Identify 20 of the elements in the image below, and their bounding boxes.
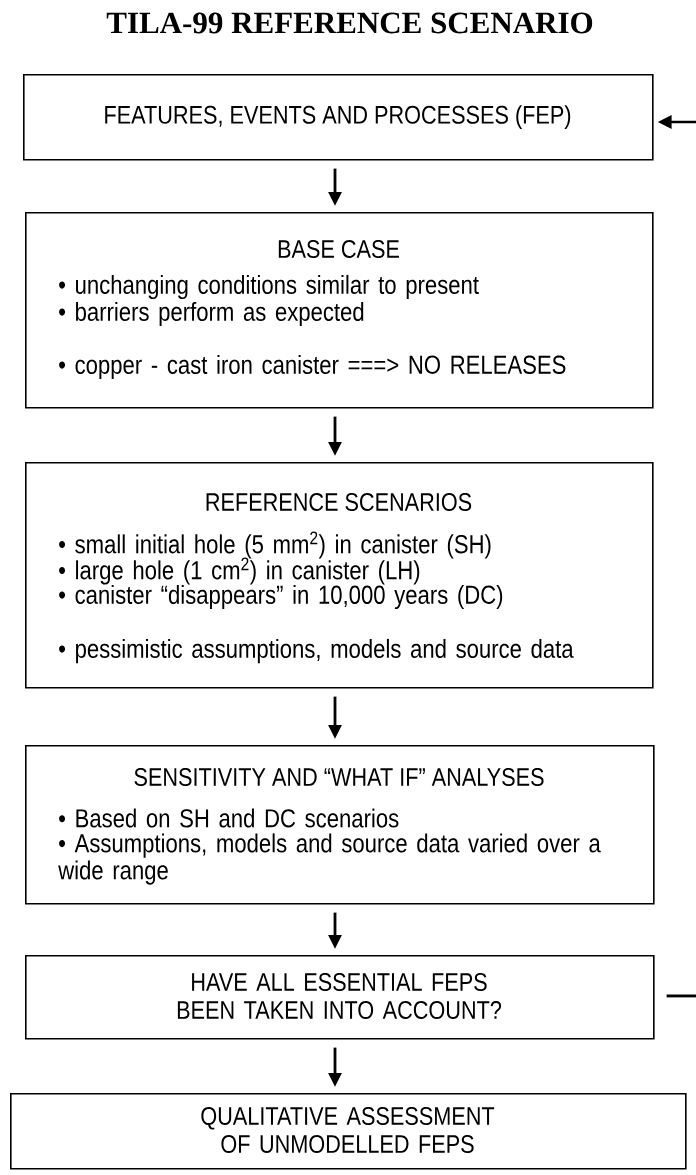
process-box [25,212,654,409]
bullet-item: • Assumptions, models and source data varied over a wide range [58,833,601,885]
process-box [23,74,654,161]
title: TILA-99 REFERENCE SCENARIO [106,12,593,34]
process-box [10,1093,687,1170]
bullet-item: • pessimistic assumptions, models and source data [59,638,574,664]
bullet-item: • unchanging conditions similar to present [59,274,479,300]
process-box [25,462,654,689]
box-heading: REFERENCE SCENARIOS [206,493,472,512]
bullet-item: • barriers perform as expected [59,301,364,327]
bullet-item: • Based on SH and DC scenarios [59,808,399,828]
box-heading: BASE CASE [278,240,399,259]
process-box [25,955,655,1040]
box-heading: SENSITIVITY AND “WHAT IF” ANALYSES [134,768,544,787]
process-box [25,745,655,905]
box-heading: FEATURES, EVENTS AND PROCESSES (FEP) [105,105,571,129]
box-heading: QUALITATIVE ASSESSMENT OF UNMODELLED FEPS [201,1107,495,1154]
bullet-item: • copper - cast iron canister ===> NO RELEASES [59,354,566,380]
box-heading: HAVE ALL ESSENTIAL FEPS BEEN TAKEN INTO ACCOUNT? [177,973,502,1020]
bullet-item: • canister “disappears” in 10,000 years (DC) [59,584,503,610]
